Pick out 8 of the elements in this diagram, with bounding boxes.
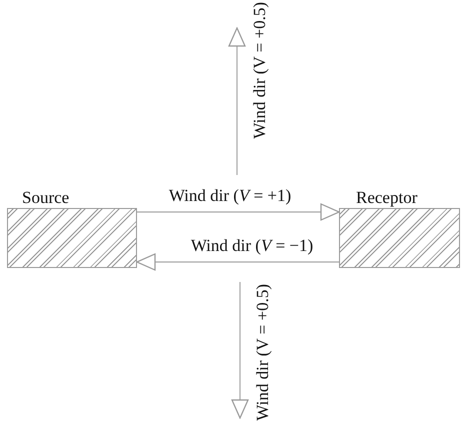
block-heading: Source bbox=[21, 188, 70, 208]
arrow bbox=[136, 253, 339, 271]
arrow bbox=[137, 203, 340, 221]
block-heading: Receptor bbox=[355, 188, 418, 208]
edge-label: Wind dir (V = −1) bbox=[188, 236, 316, 256]
edge-label: Wind dir (V = +1) bbox=[166, 186, 294, 206]
direction-label: Wind dir (V = +0.5) bbox=[252, 284, 273, 421]
direction-label: Wind dir (V = +0.5) bbox=[249, 2, 270, 139]
